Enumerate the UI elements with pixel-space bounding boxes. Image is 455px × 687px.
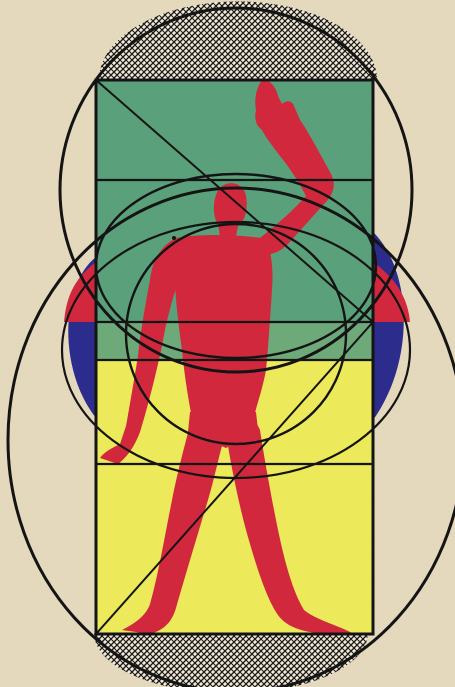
small-dot [172,236,176,240]
